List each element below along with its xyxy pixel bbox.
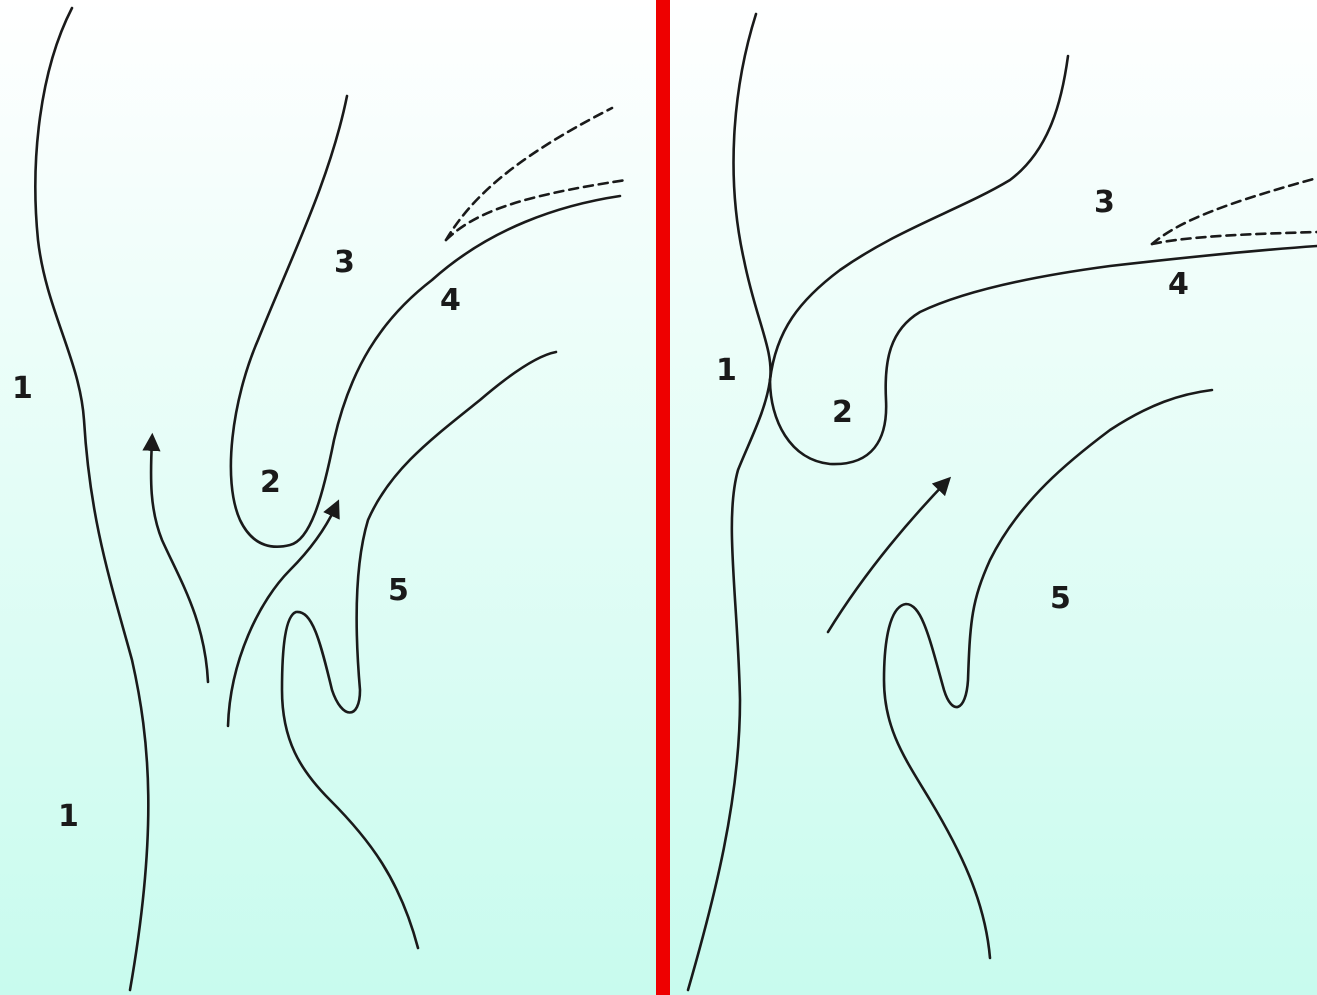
right-label-5: 5: [1050, 581, 1071, 616]
panel-divider: [656, 0, 670, 995]
left-label-4: 4: [440, 283, 461, 318]
right-label-2: 2: [832, 395, 853, 430]
left-label-3: 3: [334, 245, 355, 280]
left-panel-background: [0, 0, 656, 995]
left-label-5: 5: [388, 573, 409, 608]
left-label-1-upper: 1: [12, 371, 33, 406]
right-label-3: 3: [1094, 185, 1115, 220]
right-label-4: 4: [1168, 267, 1189, 302]
right-panel-background: [670, 0, 1317, 995]
left-label-2: 2: [260, 465, 281, 500]
right-label-1: 1: [716, 353, 737, 388]
left-label-1-lower: 1: [58, 799, 79, 834]
